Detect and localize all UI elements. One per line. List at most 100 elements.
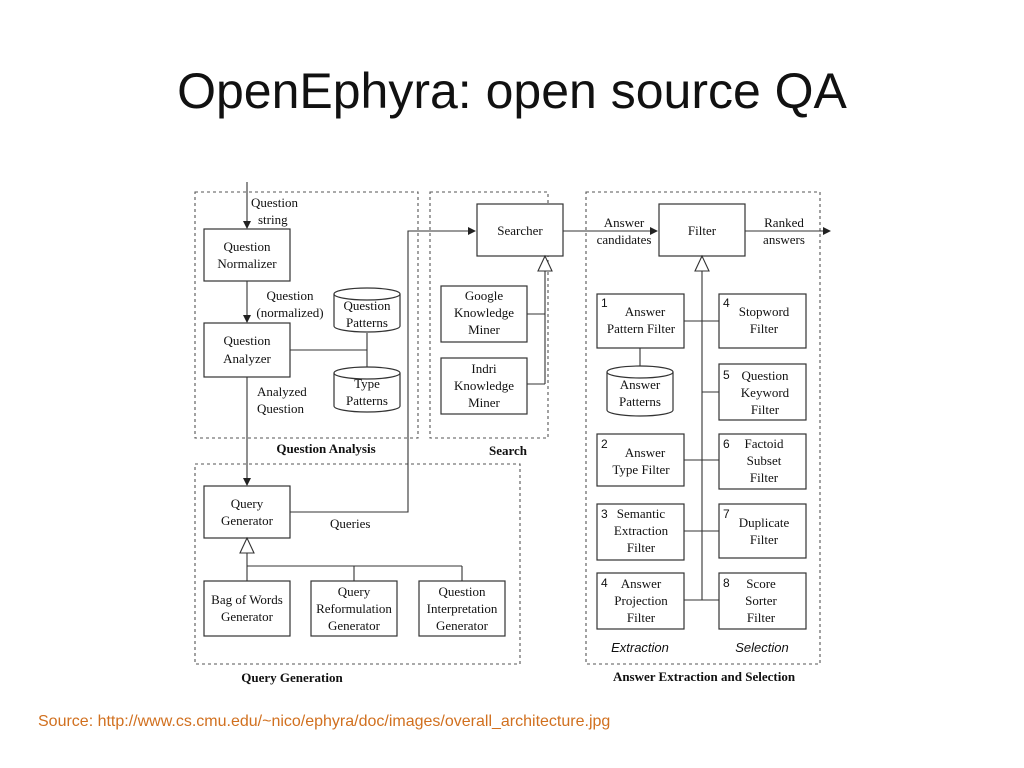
google-miner-text-1: Google [465,288,504,303]
question-string-label-1: Question [251,195,298,210]
answer-pattern-filter-number: 1 [601,296,608,310]
query-generator-text-1: Query [231,496,264,511]
search-section [429,191,549,439]
extraction-label: Extraction [611,640,669,655]
duplicate-filter-number: 7 [723,507,730,521]
bag-of-words-generator-box [203,580,291,637]
type-patterns-text-1: Type [354,376,380,391]
answer-projection-filter-text-3: Filter [627,610,656,625]
factoid-subset-filter-number: 6 [723,437,730,451]
question-interpretation-text-2: Interpretation [427,601,498,616]
question-normalizer-box [203,228,291,282]
score-sorter-filter-text-1: Score [746,576,776,591]
answer-type-filter-text-2: Type Filter [612,462,670,477]
stopword-filter-text-1: Stopword [739,304,790,319]
question-keyword-filter-number: 5 [723,368,730,382]
queries-label: Queries [330,516,370,531]
query-generation-label: Query Generation [241,670,343,685]
analyzed-question-label-1: Analyzed [257,384,307,399]
indri-miner-text-2: Knowledge [454,378,514,393]
score-sorter-filter-number: 8 [723,576,730,590]
duplicate-filter-box [718,503,807,559]
answer-projection-filter-box [596,572,685,630]
slide-title: OpenEphyra: open source QA [177,63,847,119]
answer-pattern-filter-text-2: Pattern Filter [607,321,676,336]
stopword-filter-number: 4 [723,296,730,310]
question-normalizer-text-1: Question [224,239,271,254]
answer-candidates-label-2: candidates [597,232,652,247]
question-string-label-2: string [258,212,288,227]
indri-knowledge-miner-box [440,357,528,415]
search-label: Search [489,443,528,458]
factoid-subset-filter-text-1: Factoid [745,436,784,451]
question-normalized-label-2: (normalized) [256,305,323,320]
answer-projection-filter-text-2: Projection [614,593,668,608]
answer-pattern-filter-text-1: Answer [625,304,666,319]
query-reformulation-generator-box [310,580,398,637]
semantic-extraction-filter-number: 3 [601,507,608,521]
answer-projection-filter-number: 4 [601,576,608,590]
answer-type-filter-number: 2 [601,437,608,451]
question-analyzer-text-2: Analyzer [223,351,271,366]
question-analyzer-text-1: Question [224,333,271,348]
semantic-extraction-filter-text-2: Extraction [614,523,669,538]
stopword-filter-box [718,293,807,349]
indri-miner-text-3: Miner [468,395,500,410]
searcher-text: Searcher [497,223,543,238]
score-sorter-filter-text-3: Filter [747,610,776,625]
google-knowledge-miner-box [440,285,528,343]
generalization-triangle-search [537,254,553,272]
question-patterns-text-1: Question [344,298,391,313]
question-patterns-db [333,287,401,333]
score-sorter-filter-text-2: Sorter [745,593,777,608]
answer-extraction-label: Answer Extraction and Selection [613,669,796,684]
question-interpretation-generator-box [418,580,506,637]
google-miner-text-3: Miner [468,322,500,337]
answer-patterns-text-2: Patterns [619,394,661,409]
indri-miner-text-1: Indri [471,361,497,376]
question-keyword-filter-text-2: Keyword [741,385,790,400]
source-citation: Source: http://www.cs.cmu.edu/~nico/ephy… [38,713,611,730]
question-interpretation-text-3: Generator [436,618,489,633]
answer-type-filter-text-1: Answer [625,445,666,460]
ranked-answers-label-1: Ranked [764,215,804,230]
selection-label: Selection [735,640,788,655]
answer-patterns-text-1: Answer [620,377,661,392]
answer-candidates-label-1: Answer [604,215,645,230]
question-keyword-filter-text-1: Question [742,368,789,383]
question-patterns-text-2: Patterns [346,315,388,330]
question-interpretation-text-1: Question [439,584,486,599]
factoid-subset-filter-text-3: Filter [750,470,779,485]
bag-of-words-text-2: Generator [221,609,274,624]
query-reformulation-text-1: Query [338,584,371,599]
generalization-triangle-filter [694,254,710,272]
bag-of-words-text-1: Bag of Words [211,592,283,607]
question-normalizer-text-2: Normalizer [217,256,277,271]
question-normalized-label-1: Question [267,288,314,303]
google-miner-text-2: Knowledge [454,305,514,320]
duplicate-filter-text-2: Filter [750,532,779,547]
type-patterns-db [333,366,401,413]
ranked-answers-label-2: answers [763,232,805,247]
filter-box [658,203,746,257]
stopword-filter-text-2: Filter [750,321,779,336]
duplicate-filter-text-1: Duplicate [739,515,790,530]
answer-extraction-section [585,191,821,665]
query-generation-section [194,463,521,665]
semantic-extraction-filter-text-3: Filter [627,540,656,555]
query-generator-text-2: Generator [221,513,274,528]
query-reformulation-text-2: Reformulation [316,601,392,616]
generalization-triangle-query [239,536,255,554]
answer-type-filter-box [596,433,685,487]
question-keyword-filter-box [718,363,807,421]
score-sorter-filter-box [718,572,807,630]
semantic-extraction-filter-box [596,503,685,561]
query-reformulation-text-3: Generator [328,618,381,633]
question-analysis-label: Question Analysis [276,441,375,456]
question-analyzer-box [203,322,291,378]
filter-text: Filter [688,223,717,238]
searcher-box [476,203,564,257]
question-keyword-filter-text-3: Filter [751,402,780,417]
type-patterns-text-2: Patterns [346,393,388,408]
